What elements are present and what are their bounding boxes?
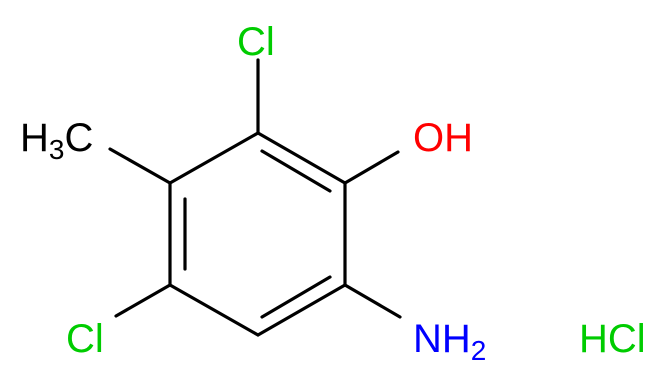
bond-c6-c1: [168, 131, 260, 185]
chlorine-bottom-label: Cl: [66, 317, 104, 361]
bond-c5-cl: [114, 283, 172, 318]
bond-c4-c5: [168, 283, 260, 337]
amino-nh: NH: [413, 317, 471, 361]
methyl-subscript: 3: [49, 134, 65, 165]
hydroxyl-label: OH: [413, 116, 473, 160]
benzene-ring: [168, 131, 347, 337]
amino-label: NH2: [413, 317, 486, 366]
methyl-c: C: [64, 116, 93, 160]
methyl-label: H3C: [20, 116, 93, 165]
double-bond-c3-c4: [260, 275, 332, 319]
double-bond-c1-c2: [260, 149, 332, 193]
bond-c3-c4: [256, 283, 347, 337]
bond-c6-methyl: [108, 147, 172, 185]
bond-c2-oh: [343, 150, 400, 185]
amino-subscript: 2: [471, 335, 487, 366]
chlorine-top-label: Cl: [237, 20, 275, 64]
bond-c3-nh2: [343, 283, 402, 319]
bond-c1-c2: [256, 131, 347, 185]
methyl-h: H: [20, 116, 49, 160]
hcl-salt-label: HCl: [579, 317, 646, 361]
